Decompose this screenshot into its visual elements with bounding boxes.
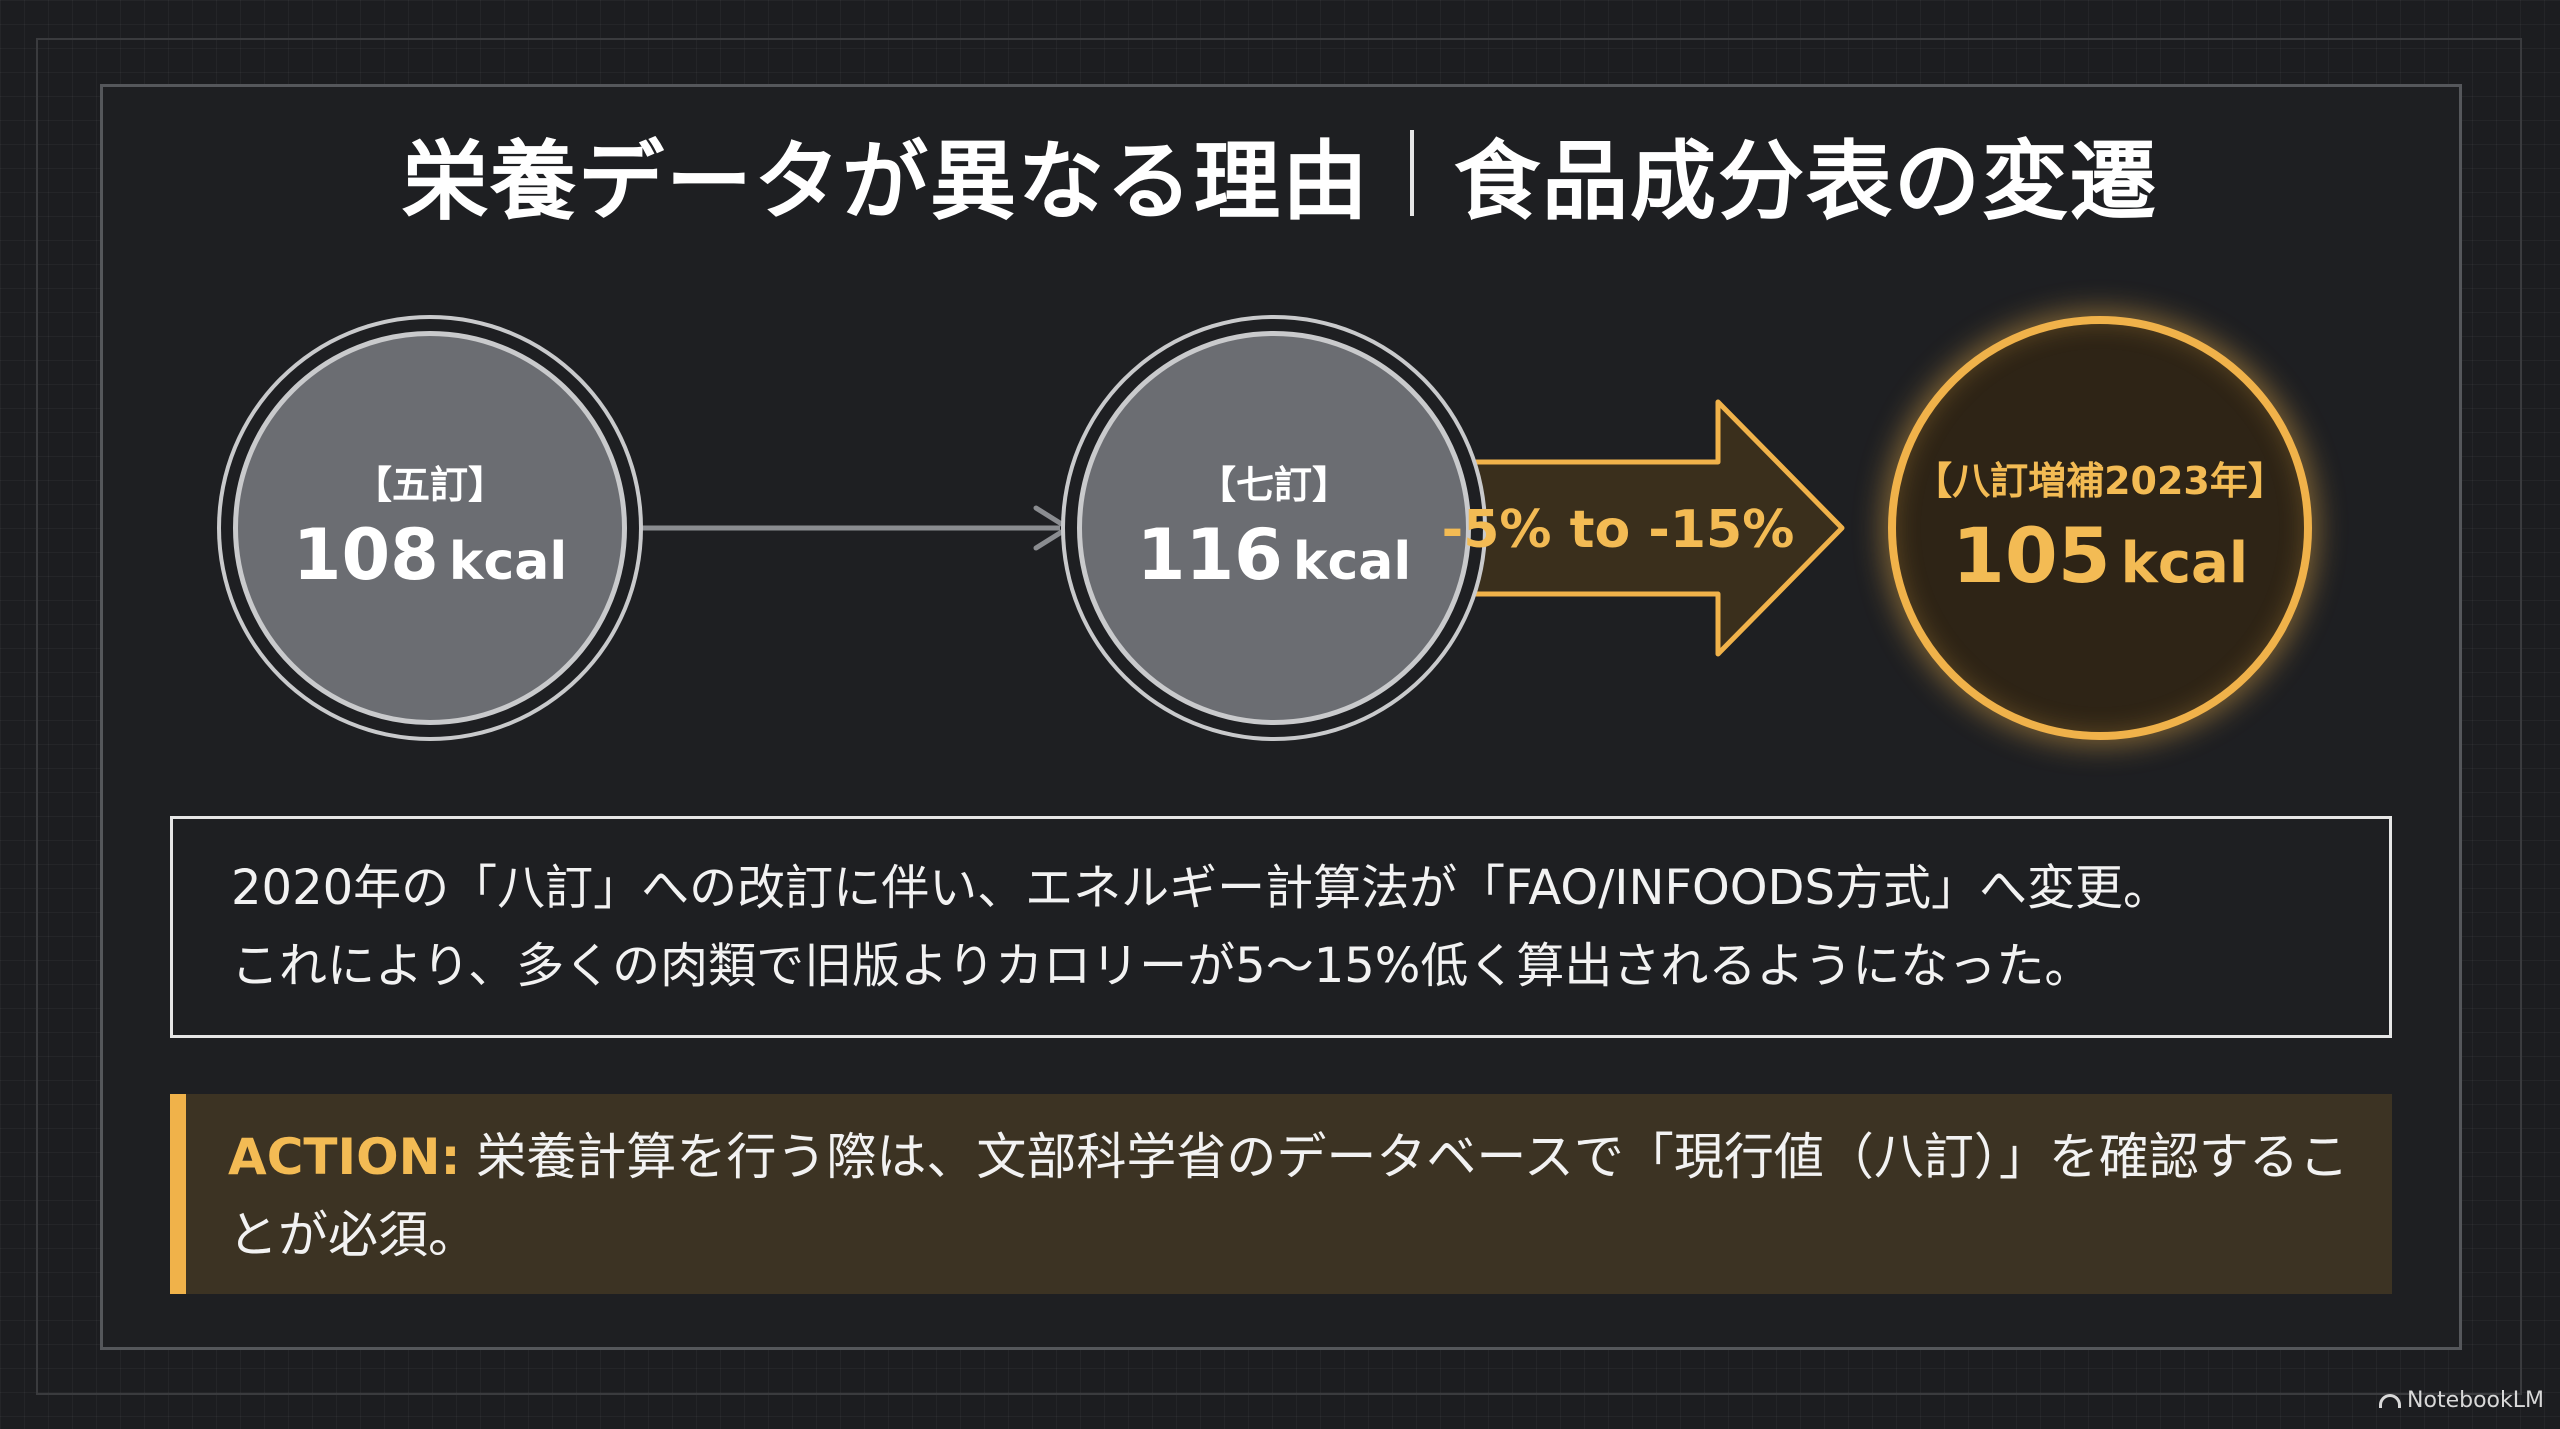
brand-watermark: NotebookLM xyxy=(2379,1388,2544,1413)
stage-kcal-number: 105 xyxy=(1951,511,2111,600)
stage-label: 【七訂】 xyxy=(1197,463,1350,507)
stage-kcal-number: 116 xyxy=(1136,514,1283,596)
stage-kcal-number: 108 xyxy=(292,514,439,596)
brand-name: NotebookLM xyxy=(2407,1388,2544,1413)
stage-kcal-unit: kcal xyxy=(1292,532,1412,592)
stage-label: 【八訂増補2023年】 xyxy=(1914,459,2286,503)
notebooklm-logo-icon xyxy=(2379,1393,2402,1408)
explanation-line-2: これにより、多くの肉類で旧版よりカロリーが5〜15%低く算出されるようになった。 xyxy=(231,938,2093,994)
stage-label: 【五訂】 xyxy=(353,463,506,507)
explanation-line-1: 2020年の「八訂」への改訂に伴い、エネルギー計算法が「FAO/INFOODS方… xyxy=(231,860,2171,916)
action-callout: ACTION: 栄養計算を行う際は、文部科学省のデータベースで「現行値（八訂）」… xyxy=(170,1094,2392,1294)
title-left: 栄養データが異なる理由 xyxy=(402,131,1370,232)
stage-kcal-unit: kcal xyxy=(2120,531,2249,596)
slide-title: 栄養データが異なる理由 食品成分表の変遷 xyxy=(0,118,2560,232)
stage-kcal-unit: kcal xyxy=(448,532,568,592)
action-text: 栄養計算を行う際は、文部科学省のデータベースで「現行値（八訂）」を確認することが… xyxy=(228,1128,2349,1264)
title-right: 食品成分表の変遷 xyxy=(1454,131,2158,232)
outer-frame xyxy=(36,38,2522,1395)
action-label: ACTION: xyxy=(228,1128,461,1186)
change-percentage-label: -5% to -15% xyxy=(1441,500,1795,560)
explanation-box: 2020年の「八訂」への改訂に伴い、エネルギー計算法が「FAO/INFOODS方… xyxy=(170,816,2392,1038)
title-divider xyxy=(1410,130,1414,216)
